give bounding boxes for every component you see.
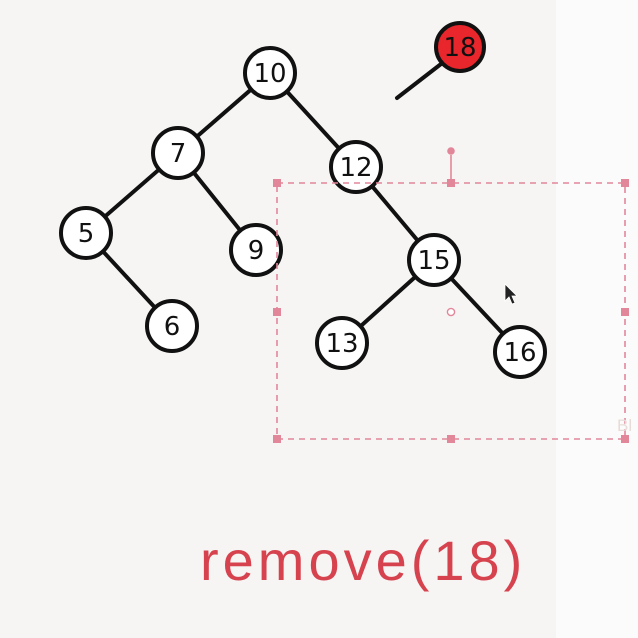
caption-remove-call: remove(18) <box>200 529 526 592</box>
resize-handle-right[interactable] <box>621 308 629 316</box>
node-circle-16 <box>493 325 547 379</box>
tree-nodes: 10 7 12 5 9 6 15 13 16 <box>59 46 547 379</box>
resize-handle-top-left[interactable] <box>273 179 281 187</box>
node-circle-6 <box>145 299 199 353</box>
node-circle-10 <box>243 46 297 100</box>
node-circle-9 <box>229 223 283 277</box>
node-label-9: 9 <box>248 236 265 266</box>
resize-handle-bottom-right[interactable] <box>621 435 629 443</box>
node-circle-15 <box>407 233 461 287</box>
tree-node-9: 9 <box>229 223 283 277</box>
tree-node-15: 15 <box>407 233 461 287</box>
tree-node-12: 12 <box>329 140 383 194</box>
node-label-15: 15 <box>417 246 450 276</box>
node-label-7: 7 <box>170 139 187 169</box>
tree-node-6: 6 <box>145 299 199 353</box>
node-label-10: 10 <box>253 59 286 89</box>
tree-node-16: 16 <box>493 325 547 379</box>
node-label-5: 5 <box>78 219 95 249</box>
removed-node-label: 18 <box>443 33 476 63</box>
removed-node-18: 18 <box>395 21 486 100</box>
faint-watermark-text: Bl <box>617 416 632 435</box>
resize-handle-bottom-left[interactable] <box>273 435 281 443</box>
selection-box[interactable] <box>273 147 629 443</box>
resize-handle-top-right[interactable] <box>621 179 629 187</box>
node-label-12: 12 <box>339 153 372 183</box>
tree-node-7: 7 <box>151 126 205 180</box>
removed-node-edge-stub <box>395 62 443 100</box>
node-circle-12 <box>329 140 383 194</box>
node-label-16: 16 <box>503 338 536 368</box>
node-circle-7 <box>151 126 205 180</box>
tree-node-10: 10 <box>243 46 297 100</box>
resize-handle-left[interactable] <box>273 308 281 316</box>
node-circle-13 <box>315 316 369 370</box>
removed-node-circle <box>434 21 486 73</box>
resize-handle-top[interactable] <box>447 179 455 187</box>
rotate-handle[interactable] <box>447 147 455 155</box>
mouse-cursor-icon <box>504 283 518 305</box>
tree-node-13: 13 <box>315 316 369 370</box>
resize-handle-bottom[interactable] <box>447 435 455 443</box>
node-circle-5 <box>59 206 113 260</box>
selection-center-pivot[interactable] <box>446 307 456 317</box>
tree-node-5: 5 <box>59 206 113 260</box>
node-label-6: 6 <box>164 312 181 342</box>
node-label-13: 13 <box>325 329 358 359</box>
